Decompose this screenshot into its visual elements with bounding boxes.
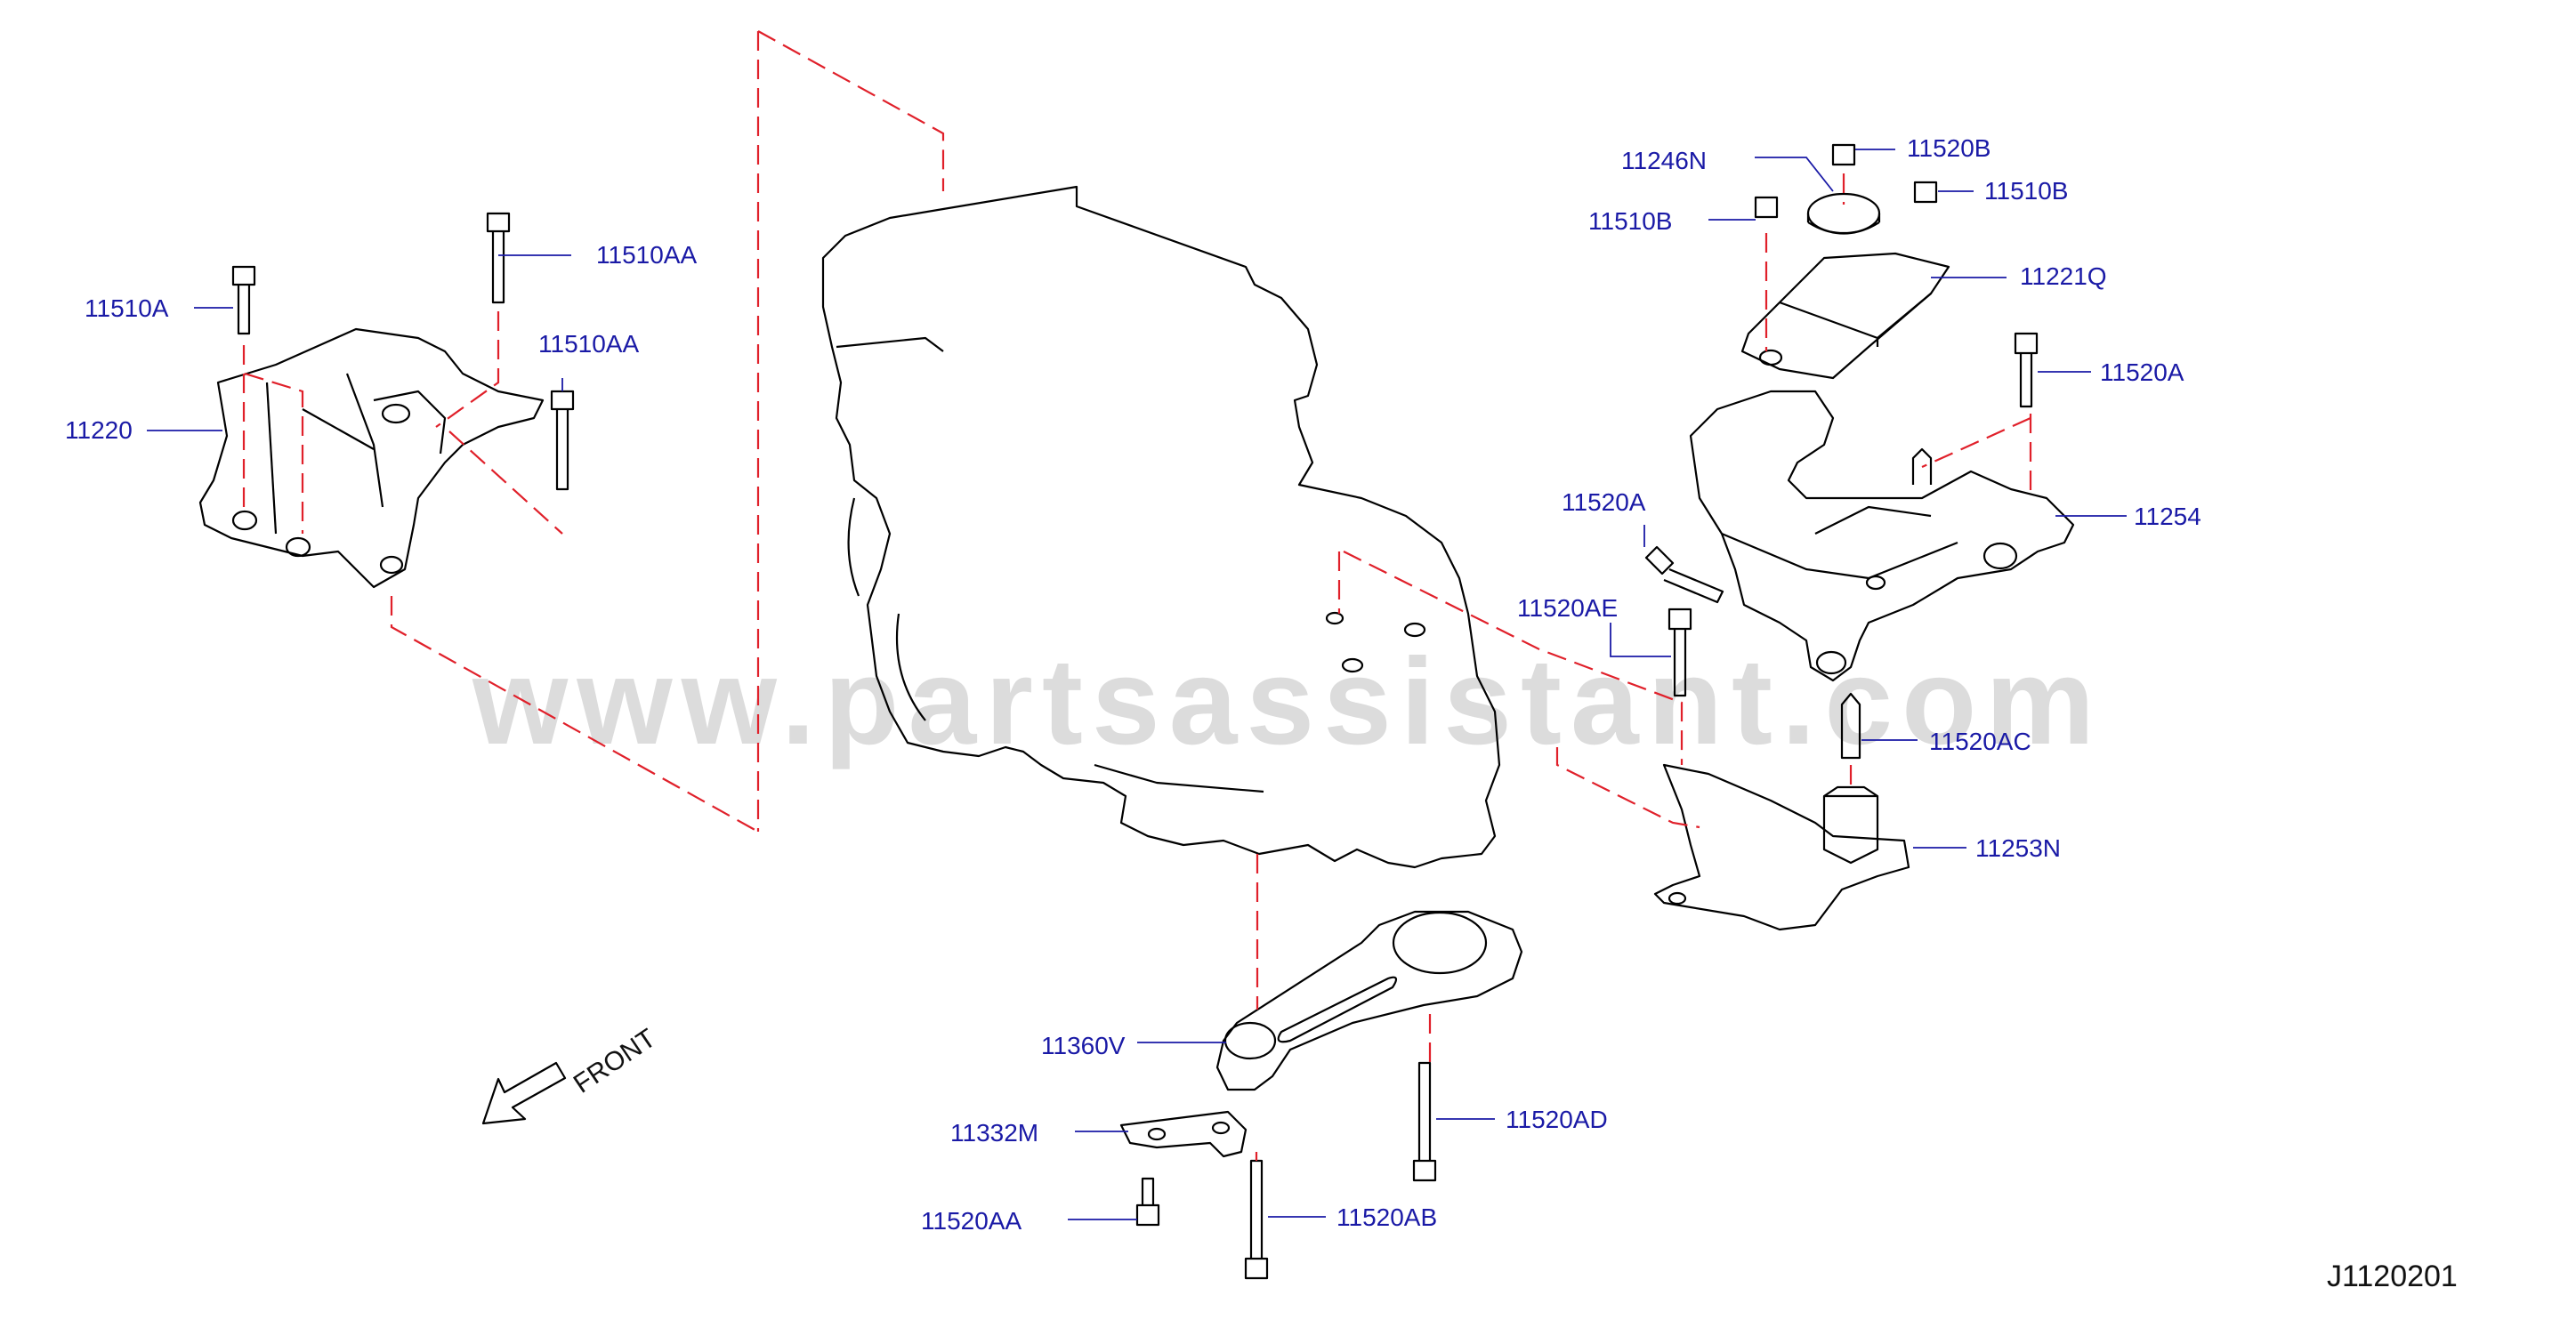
bolt-11520AD	[1412, 1061, 1437, 1182]
label-11520A-left[interactable]: 11520A	[1562, 488, 1646, 516]
torque-rod-bushing-small	[1223, 1021, 1277, 1060]
engine-hole-2	[1403, 622, 1426, 638]
label-11520AC[interactable]: 11520AC	[1929, 728, 2031, 755]
guide-engine-right	[1343, 551, 1684, 765]
engine-ridge-3	[895, 613, 926, 721]
nut-11520B	[1831, 143, 1856, 166]
label-11220[interactable]: 11220	[65, 416, 133, 444]
label-11520B[interactable]: 11520B	[1907, 134, 1991, 162]
bolt-11520A-left	[1644, 545, 1724, 604]
bolt-11520AA-bottom	[1135, 1177, 1160, 1227]
bracket-11221Q	[1740, 252, 1950, 380]
guide-left-mount-1	[244, 372, 304, 534]
left-mount-hole-3	[379, 555, 404, 575]
diagram-id: J1120201	[2327, 1260, 2458, 1293]
label-11520AB[interactable]: 11520AB	[1336, 1203, 1438, 1231]
bolt-11520A-right	[2014, 332, 2039, 408]
torque-rod-11360V	[1215, 910, 1523, 1091]
engine-ridge-4	[1094, 763, 1264, 793]
left-mount-body	[198, 327, 545, 589]
nut-11510B-left	[1754, 196, 1779, 219]
leader-11520AE	[1610, 623, 1671, 657]
engine-ridge-2	[847, 497, 860, 597]
bracket-11254	[1689, 390, 2075, 682]
bracket-11253N	[1653, 763, 1910, 931]
bracket-11254-hole-2	[1982, 542, 2018, 570]
bracket-11254-stud	[1911, 447, 1933, 485]
left-mount-detail-2	[345, 373, 384, 508]
label-11221Q[interactable]: 11221Q	[2020, 262, 2107, 290]
label-11520A-right[interactable]: 11520A	[2100, 358, 2184, 386]
bolt-11520AE	[1668, 608, 1692, 697]
torque-rod-bushing-large	[1392, 911, 1488, 975]
bracket-11221Q-detail	[1779, 293, 1932, 347]
watermark-text: www.partsassistant.com	[472, 633, 2104, 770]
bracket-11254-detail-2	[1814, 505, 1932, 535]
engine-hole-1	[1325, 611, 1345, 625]
bolt-11510AA-top	[486, 212, 511, 304]
bracket-11254-hole-1	[1865, 575, 1886, 591]
left-mount-hole-1	[231, 510, 258, 531]
label-11510B-left[interactable]: 11510B	[1588, 207, 1673, 235]
label-11246N[interactable]: 11246N	[1621, 147, 1708, 174]
bolt-11520AB	[1244, 1159, 1269, 1280]
guide-engine-left-bottom	[390, 596, 759, 833]
guide-left-mount-3	[448, 431, 563, 535]
label-11360V[interactable]: 11360V	[1041, 1032, 1126, 1059]
front-arrow-icon	[481, 1061, 567, 1125]
guide-engine-top	[757, 30, 945, 191]
bolt-11510AA-right	[550, 390, 575, 491]
engine-ridge-1	[836, 336, 944, 352]
bracket-11221Q-hole	[1758, 349, 1783, 366]
label-11510AA-right[interactable]: 11510AA	[538, 330, 640, 358]
bracket-11253N-hole	[1668, 891, 1687, 905]
engine-hole-3	[1341, 657, 1364, 673]
bracket-11254-detail-1	[1721, 532, 1958, 580]
left-mount-detail-3	[373, 390, 447, 455]
label-11520AE[interactable]: 11520AE	[1517, 594, 1619, 622]
left-mount-hole-2	[285, 536, 311, 558]
guide-right-mid	[1555, 747, 1700, 829]
guide-left-mount-2	[435, 311, 500, 428]
torque-rod-slot	[1277, 976, 1398, 1043]
left-mount-detail-1	[265, 382, 278, 535]
bracket-11254-hole-3	[1815, 650, 1847, 675]
label-11510AA-top[interactable]: 11510AA	[596, 241, 698, 269]
label-11254[interactable]: 11254	[2134, 503, 2201, 530]
bracket-11332M-hole-1	[1147, 1127, 1167, 1141]
guide-right-cross	[1921, 416, 2031, 469]
nut-11510B-right	[1913, 181, 1938, 204]
stud-11520AC	[1840, 692, 1861, 760]
bracket-11253N-post	[1822, 785, 1879, 865]
label-11520AA-bottom[interactable]: 11520AA	[921, 1207, 1022, 1235]
bolt-11510A	[231, 265, 256, 335]
label-11253N[interactable]: 11253N	[1975, 834, 2062, 862]
label-11510B-right[interactable]: 11510B	[1984, 177, 2069, 205]
insulator-11246N-side	[1806, 213, 1881, 235]
engine-block-outline	[821, 185, 1501, 869]
label-11510A[interactable]: 11510A	[85, 294, 169, 322]
left-mount-detail-4	[302, 408, 375, 450]
label-11332M[interactable]: 11332M	[950, 1119, 1039, 1147]
label-11520AD[interactable]: 11520AD	[1506, 1106, 1608, 1133]
bracket-11332M	[1119, 1110, 1248, 1158]
leader-11246N	[1755, 157, 1834, 192]
bracket-11332M-hole-2	[1211, 1121, 1231, 1135]
left-mount-hole-4	[381, 403, 411, 424]
